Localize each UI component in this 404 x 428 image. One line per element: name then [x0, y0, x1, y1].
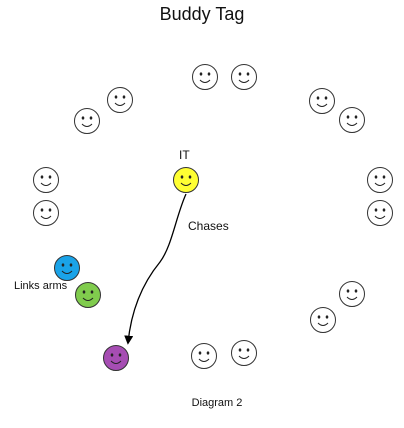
- player-smiley-face-icon: [107, 87, 133, 113]
- player-smiley-face-icon: [33, 167, 59, 193]
- it-smiley-face-icon: [173, 167, 199, 193]
- player-smiley-face-icon: [231, 340, 257, 366]
- player-smiley-face-icon: [309, 88, 335, 114]
- player-smiley-face-icon: [33, 200, 59, 226]
- links-arms-label: Links arms: [14, 280, 68, 292]
- linked-green-smiley-face-icon: [75, 282, 101, 308]
- player-smiley-face-icon: [367, 167, 393, 193]
- player-smiley-face-icon: [191, 343, 217, 369]
- player-smiley-face-icon: [192, 64, 218, 90]
- player-smiley-face-icon: [339, 281, 365, 307]
- chase-arrow: [124, 193, 187, 345]
- player-smiley-face-icon: [367, 200, 393, 226]
- player-smiley-face-icon: [339, 107, 365, 133]
- chased-purple-smiley-face-icon: [103, 345, 129, 371]
- player-smiley-face-icon: [74, 108, 100, 134]
- player-smiley-face-icon: [310, 307, 336, 333]
- it-label: IT: [179, 148, 190, 162]
- player-smiley-face-icon: [231, 64, 257, 90]
- diagram-title: Buddy Tag: [159, 4, 245, 24]
- linked-blue-smiley-face-icon: [54, 255, 80, 281]
- diagram-caption: Diagram 2: [191, 397, 243, 409]
- chases-label: Chases: [188, 219, 229, 233]
